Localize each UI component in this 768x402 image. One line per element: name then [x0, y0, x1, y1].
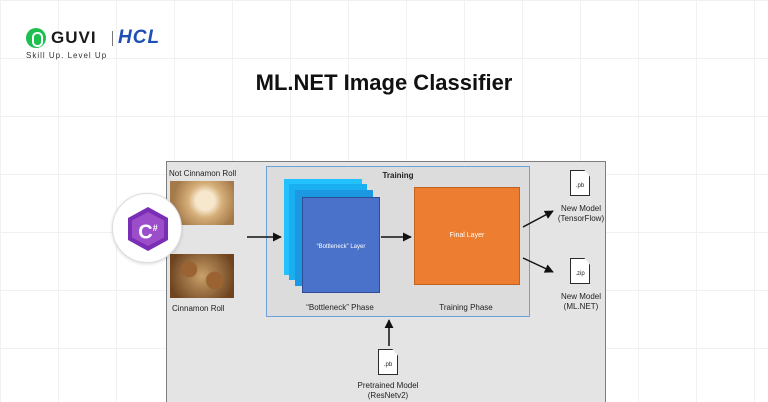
file-ext-label: .zip — [575, 271, 585, 277]
file-zip-icon: .zip — [570, 258, 590, 284]
file-pb-icon: .pb — [378, 349, 398, 375]
final-layer-label: Final Layer — [449, 232, 485, 239]
csharp-letter: C — [138, 221, 153, 244]
training-phase-label: Training Phase — [439, 303, 493, 312]
bottleneck-phase-label: “Bottleneck” Phase — [306, 303, 374, 312]
output-mlnet-title: New Model — [560, 292, 601, 301]
file-ext-label: .pb — [575, 183, 585, 189]
csharp-logo-text: C# — [113, 216, 183, 245]
arrow-final-to-mlnet — [522, 257, 554, 273]
brand-divider — [112, 31, 113, 46]
file-pb-icon: .pb — [570, 170, 590, 196]
pretrained-model-title: Pretrained Model — [357, 381, 419, 390]
diagram-arrows — [247, 210, 554, 346]
guvi-logo-text: GUVI — [51, 28, 97, 47]
input-label-cinnamon-roll: Cinnamon Roll — [172, 304, 225, 313]
bottleneck-layer-label: “Bottleneck” Layer — [316, 244, 366, 250]
output-tensorflow-title: New Model — [560, 204, 601, 213]
pretrained-model-subtitle: (ResNetv2) — [367, 391, 409, 400]
hcl-logo-text: HCL — [118, 27, 161, 48]
csharp-logo: C# — [112, 193, 182, 263]
input-label-not-cinnamon-roll: Not Cinnamon Roll — [169, 169, 237, 178]
csharp-hexagon-inner — [132, 212, 164, 246]
file-ext-label: .pb — [383, 362, 393, 368]
brand-header: GUVI HCL Skill Up. Level Up — [26, 27, 226, 62]
final-layer-box: Final Layer — [414, 187, 520, 285]
brand-tagline: Skill Up. Level Up — [26, 51, 108, 60]
classifier-diagram: Not Cinnamon Roll Cinnamon Roll Training… — [166, 161, 606, 402]
csharp-sharp-sign: # — [152, 223, 158, 233]
arrow-final-to-tensorflow — [522, 210, 554, 228]
output-mlnet-subtitle: (ML.NET) — [563, 302, 599, 311]
bottleneck-layer-box: “Bottleneck” Layer — [302, 197, 380, 293]
guvi-logo-icon — [26, 28, 46, 48]
cinnamon-roll-image — [170, 254, 234, 298]
output-tensorflow-subtitle: (TensorFlow) — [557, 214, 605, 223]
training-title: Training — [382, 171, 414, 180]
page-title: ML.NET Image Classifier — [255, 70, 513, 95]
